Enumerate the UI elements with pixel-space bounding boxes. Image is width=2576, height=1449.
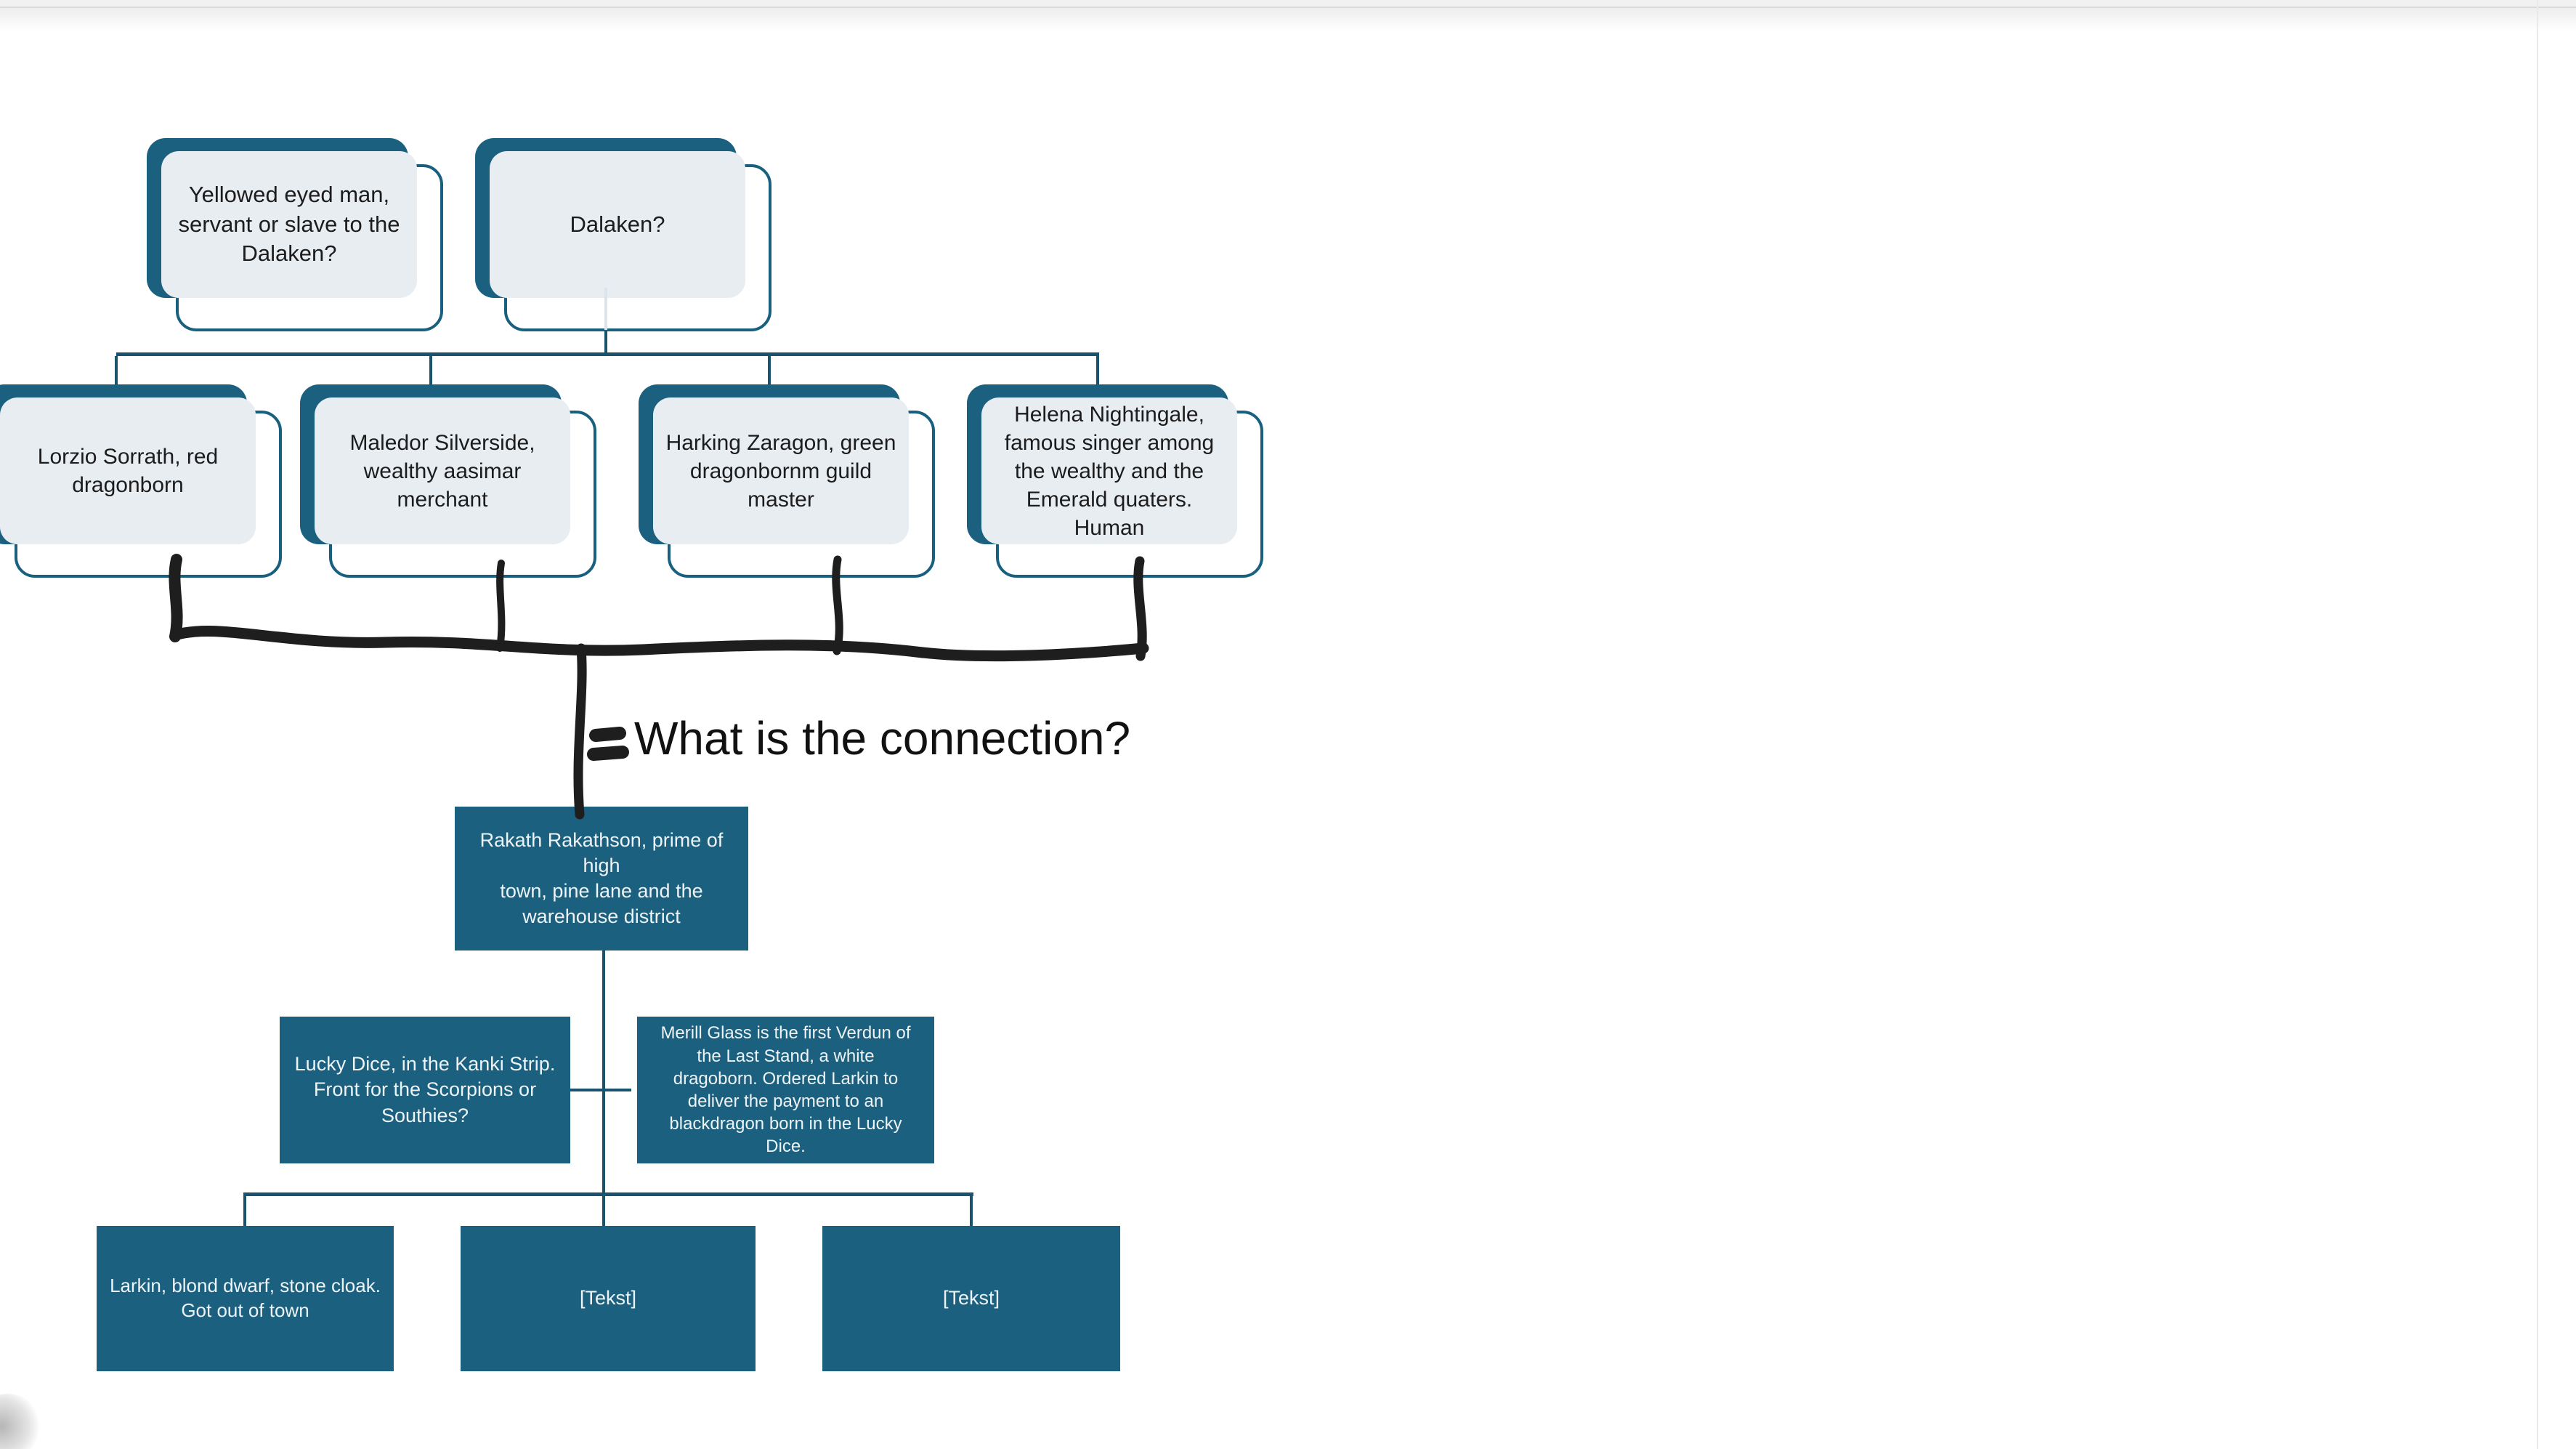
- connector-ghost-through-card: [604, 288, 607, 330]
- node-label: Maledor Silverside, wealthy aasimar merc…: [315, 397, 570, 544]
- node-lorzio[interactable]: Lorzio Sorrath, red dragonborn: [0, 384, 282, 578]
- box-merill-glass-label: Merill Glass is the first Verdun of the …: [660, 1023, 911, 1157]
- box-tekst-right[interactable]: [Tekst]: [822, 1226, 1120, 1371]
- ink-stroke-horizontal: [169, 625, 1149, 662]
- node-label: Helena Nightingale, famous singer among …: [981, 397, 1237, 544]
- node-label: Lorzio Sorrath, red dragonborn: [0, 397, 256, 544]
- node-label: Harking Zaragon, green dragonbornm guild…: [653, 397, 909, 544]
- box-tekst-right-label: [Tekst]: [942, 1287, 1000, 1309]
- node-harking[interactable]: Harking Zaragon, green dragonbornm guild…: [639, 384, 935, 578]
- ink-stroke-trunk: [573, 643, 587, 820]
- node-label: Dalaken?: [490, 151, 745, 298]
- handwritten-equals-icon: [587, 746, 629, 761]
- box-tekst-middle-label: [Tekst]: [579, 1287, 637, 1309]
- node-helena[interactable]: Helena Nightingale, famous singer among …: [967, 384, 1263, 578]
- connector-bottom-horizontal: [243, 1192, 973, 1196]
- connector-drop-lorzio: [115, 356, 118, 385]
- connector-lucky-merill-stub: [570, 1089, 631, 1091]
- node-label: Yellowed eyed man, servant or slave to t…: [161, 151, 417, 298]
- slide-right-edge: [2537, 0, 2538, 1449]
- node-maledor[interactable]: Maledor Silverside, wealthy aasimar merc…: [300, 384, 596, 578]
- box-merill-glass[interactable]: Merill Glass is the first Verdun of the …: [637, 1017, 934, 1163]
- box-larkin-label: Larkin, blond dwarf, stone cloak. Got ou…: [110, 1275, 381, 1321]
- corner-shadow-artifact: [0, 1394, 41, 1449]
- connector-drop-tekst-right: [970, 1196, 973, 1226]
- connector-drop-helena: [1096, 356, 1099, 385]
- box-rakath[interactable]: Rakath Rakathson, prime of high town, pi…: [455, 807, 748, 950]
- connector-drop-maledor: [429, 356, 432, 385]
- connector-drop-harking: [768, 356, 771, 385]
- box-tekst-middle[interactable]: [Tekst]: [461, 1226, 756, 1371]
- box-larkin[interactable]: Larkin, blond dwarf, stone cloak. Got ou…: [97, 1226, 394, 1371]
- connector-row2-horizontal: [116, 352, 1099, 356]
- connector-rakath-trunk: [602, 950, 605, 1226]
- headline-text[interactable]: What is the connection?: [634, 712, 1131, 764]
- box-lucky-dice[interactable]: Lucky Dice, in the Kanki Strip. Front fo…: [280, 1017, 570, 1163]
- box-lucky-dice-label: Lucky Dice, in the Kanki Strip. Front fo…: [294, 1053, 556, 1126]
- connector-drop-larkin: [243, 1196, 246, 1226]
- slide-top-shadow: [0, 8, 2576, 31]
- slide-top-edge: [0, 0, 2576, 8]
- handwritten-equals-icon: [589, 727, 626, 742]
- node-yellowed-eyed-man[interactable]: Yellowed eyed man, servant or slave to t…: [147, 138, 443, 331]
- box-rakath-label: Rakath Rakathson, prime of high town, pi…: [479, 828, 724, 928]
- node-dalaken[interactable]: Dalaken?: [475, 138, 771, 331]
- connector-dalaken-trunk: [604, 328, 607, 356]
